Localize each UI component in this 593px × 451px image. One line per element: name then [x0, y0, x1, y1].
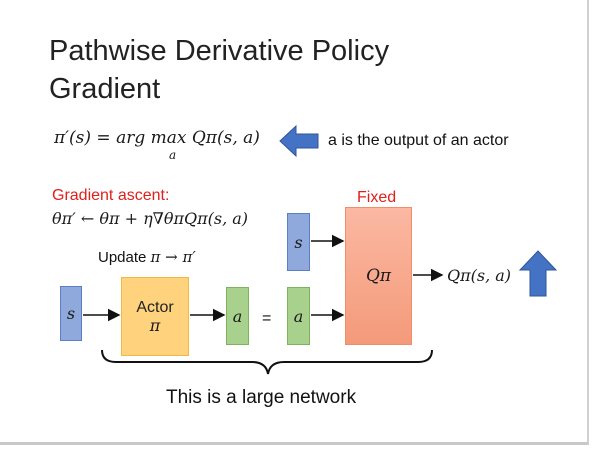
update-text: Update	[98, 249, 147, 266]
gradient-ascent-label: Gradient ascent:	[52, 187, 170, 204]
brace-caption: This is a large network	[166, 387, 357, 408]
actor-symbol: π	[149, 315, 161, 335]
actor-box: Actor π	[121, 277, 189, 356]
actor-output-note: a is the output of an actor	[328, 132, 509, 149]
argmax-equation: π′(s) = arg max Qπ(s, a)	[54, 128, 260, 148]
actor-label: Actor	[136, 298, 174, 316]
argmax-subscript: a	[169, 148, 177, 162]
slide-title: Pathwise Derivative Policy Gradient	[49, 35, 390, 105]
critic-q-box: Qπ	[345, 207, 412, 345]
equals-sign: =	[262, 310, 272, 327]
state-input-box: s	[60, 286, 82, 341]
fixed-label: Fixed	[357, 189, 397, 206]
update-math: π → π′	[150, 248, 196, 266]
action-input-box: a	[287, 287, 310, 345]
up-arrow-icon	[518, 250, 558, 297]
left-arrow-icon	[279, 124, 319, 158]
update-rule: Update π → π′	[98, 248, 196, 266]
state-critic-box: s	[287, 213, 310, 271]
action-output-box: a	[226, 287, 249, 345]
curly-brace	[101, 349, 433, 375]
q-output-label: Qπ(s, a)	[447, 266, 512, 285]
gradient-equation: θπ′ ← θπ + η∇θπQπ(s, a)	[52, 209, 249, 228]
